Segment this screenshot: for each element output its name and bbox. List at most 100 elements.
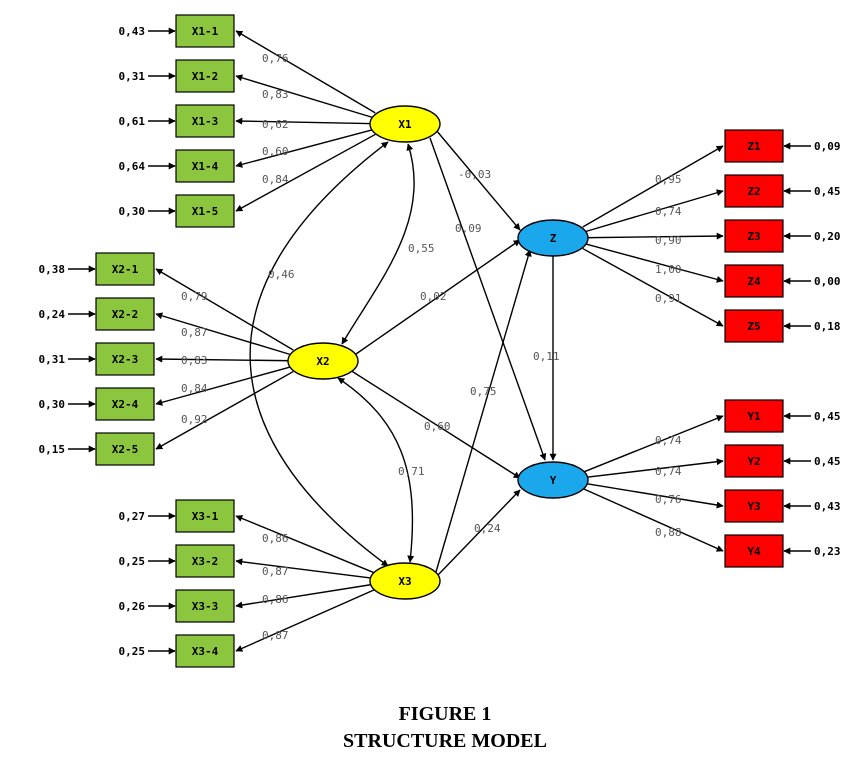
loading-value-x2-4: 0,84 [181, 382, 208, 395]
path-coefficient-x3-to-z: 0,75 [470, 385, 497, 398]
indicator-label-x2-3: X2-3 [112, 353, 139, 366]
loading-path-z2 [582, 189, 724, 234]
latent-x1 [369, 105, 441, 143]
loading-path-x1-3 [235, 117, 376, 125]
indicator-label-z1: Z1 [747, 140, 761, 153]
latent-label-x2: X2 [316, 355, 329, 368]
indicator-box-y3 [724, 489, 784, 523]
indicator-label-z4: Z4 [747, 275, 761, 288]
indicator-box-x1-5 [175, 194, 235, 228]
loading-path-x1-1 [235, 30, 376, 114]
loading-value-y1: 0,74 [655, 434, 682, 447]
indicator-label-x1-1: X1-1 [192, 25, 219, 38]
loading-value-x2-5: 0,92 [181, 413, 208, 426]
error-value-x2-4: 0,30 [39, 398, 66, 411]
error-value-x2-3: 0,31 [39, 353, 66, 366]
loading-path-x1-4 [235, 128, 376, 168]
latent-y [517, 461, 589, 499]
loading-path-x2-5 [155, 370, 294, 450]
loading-path-x2-1 [155, 268, 294, 351]
latent-label-y: Y [550, 474, 557, 487]
loading-value-x1-1: 0,76 [262, 52, 289, 65]
indicator-box-z5 [724, 309, 784, 343]
indicator-label-x3-2: X3-2 [192, 555, 219, 568]
error-value-x3-4: 0,25 [119, 645, 146, 658]
error-value-y4: 0,23 [814, 545, 841, 558]
indicator-label-x2-2: X2-2 [112, 308, 139, 321]
indicator-label-y2: Y2 [747, 455, 760, 468]
path-coefficient-x1-to-z: -0,03 [458, 168, 491, 181]
indicator-label-x1-2: X1-2 [192, 70, 219, 83]
indicator-label-x3-4: X3-4 [192, 645, 219, 658]
error-value-x2-5: 0,15 [39, 443, 66, 456]
error-value-x2-1: 0,38 [39, 263, 66, 276]
indicator-label-x1-5: X1-5 [192, 205, 219, 218]
indicator-label-x3-1: X3-1 [192, 510, 219, 523]
correlation-x2-x3 [337, 377, 415, 563]
indicator-label-x3-3: X3-3 [192, 600, 219, 613]
figure-title: STRUCTURE MODEL [343, 730, 547, 752]
loading-path-x3-2 [235, 558, 376, 580]
loading-value-y3: 0,76 [655, 493, 682, 506]
error-value-z3: 0,20 [814, 230, 841, 243]
loading-value-x1-4: 0,60 [262, 145, 289, 158]
loading-value-x2-3: 0,83 [181, 354, 208, 367]
error-value-x1-2: 0,31 [119, 70, 146, 83]
error-value-x1-4: 0,64 [119, 160, 146, 173]
path-x1-to-z [435, 129, 521, 231]
loading-value-x3-3: 0,86 [262, 593, 289, 606]
path-coefficient-x3-to-y: 0,24 [474, 522, 501, 535]
indicator-box-x2-4 [95, 387, 155, 421]
correlation-value-x1-x2: 0,55 [408, 242, 435, 255]
loading-path-y2 [582, 458, 724, 479]
latent-x2 [287, 342, 359, 380]
indicator-label-x2-5: X2-5 [112, 443, 139, 456]
loading-value-x2-1: 0,79 [181, 290, 208, 303]
indicator-label-x2-1: X2-1 [112, 263, 139, 276]
path-coefficient-x1-to-y: 0,09 [455, 222, 482, 235]
indicator-box-z2 [724, 174, 784, 208]
loading-path-y1 [582, 415, 724, 473]
path-x3-to-z [435, 249, 532, 573]
error-value-y2: 0,45 [814, 455, 841, 468]
figure-number: FIGURE 1 [399, 703, 492, 725]
indicator-box-x2-2 [95, 297, 155, 331]
error-value-x1-5: 0,30 [119, 205, 146, 218]
loading-value-z3: 0,90 [655, 234, 682, 247]
loading-path-z3 [582, 232, 724, 240]
loading-value-x1-3: 0,62 [262, 118, 289, 131]
indicator-label-x1-4: X1-4 [192, 160, 219, 173]
indicator-box-y4 [724, 534, 784, 568]
indicator-box-x3-2 [175, 544, 235, 578]
indicator-box-x2-3 [95, 342, 155, 376]
indicator-box-y2 [724, 444, 784, 478]
path-coefficient-z-to-y: 0,11 [533, 350, 560, 363]
indicator-label-y1: Y1 [747, 410, 761, 423]
error-value-x1-1: 0,43 [119, 25, 146, 38]
error-value-z2: 0,45 [814, 185, 841, 198]
correlation-x1-x2 [341, 143, 415, 345]
indicator-box-x3-4 [175, 634, 235, 668]
loading-value-x2-2: 0,87 [181, 326, 208, 339]
indicator-box-x1-3 [175, 104, 235, 138]
path-x3-to-y [437, 489, 521, 576]
loading-path-x2-2 [155, 312, 294, 357]
loading-value-z4: 1,00 [655, 263, 682, 276]
error-value-x3-2: 0,25 [119, 555, 146, 568]
loading-value-z2: 0,74 [655, 205, 682, 218]
loading-path-x3-4 [235, 588, 376, 652]
error-value-z5: 0,18 [814, 320, 841, 333]
loading-value-y4: 0,88 [655, 526, 682, 539]
loading-path-x1-5 [235, 133, 376, 212]
error-value-z1: 0,09 [814, 140, 841, 153]
indicator-label-x1-3: X1-3 [192, 115, 219, 128]
loading-value-z5: 0,91 [655, 292, 682, 305]
indicator-label-z2: Z2 [747, 185, 760, 198]
loading-path-x2-3 [155, 355, 294, 363]
indicator-label-y4: Y4 [747, 545, 761, 558]
path-x1-to-y [429, 137, 547, 461]
indicator-label-x2-4: X2-4 [112, 398, 139, 411]
loading-path-x3-1 [235, 515, 376, 574]
latent-label-z: Z [550, 232, 557, 245]
